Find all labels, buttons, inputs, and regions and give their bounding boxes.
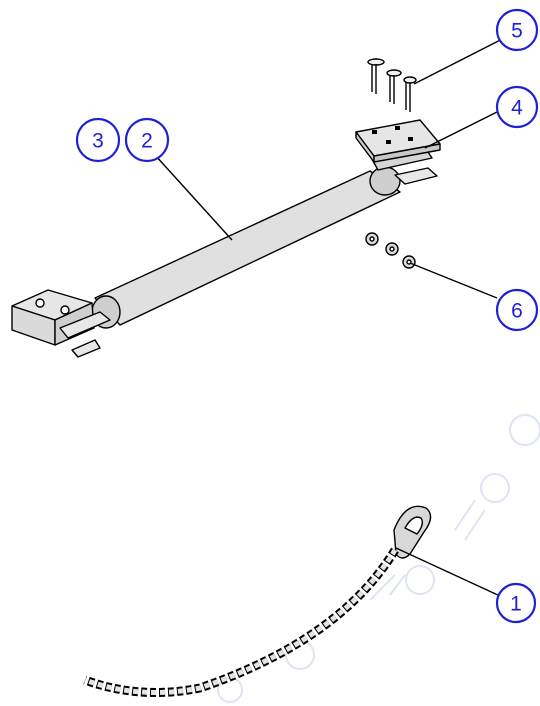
leader-lines: [154, 31, 517, 597]
callout-circle: [495, 8, 539, 52]
tube-assembly: [11, 139, 438, 358]
bolt: [386, 69, 402, 104]
callout-circle: [495, 85, 539, 129]
callout-circle: [75, 117, 121, 163]
bracket-plate: [355, 119, 441, 163]
callout-circle: [124, 117, 170, 163]
callout-label: 4: [511, 97, 523, 120]
callout-label: 6: [511, 300, 523, 323]
bolt: [367, 58, 385, 94]
callout-circle: [495, 582, 537, 624]
callout-3: 3: [75, 117, 121, 163]
callout-label: 2: [141, 130, 153, 153]
callout-circle: [495, 288, 539, 332]
bolt: [403, 76, 417, 112]
callout-5: 5: [495, 8, 539, 52]
callout-label: 5: [511, 20, 523, 43]
safety-chain: [83, 505, 432, 697]
bolts: [367, 58, 417, 112]
callout-1: 1: [495, 582, 537, 624]
callout-2: 2: [124, 117, 170, 163]
nuts: [365, 232, 416, 269]
callout-4: 4: [495, 85, 539, 129]
callout-6: 6: [495, 288, 539, 332]
callout-label: 1: [510, 593, 522, 616]
callout-label: 3: [92, 130, 104, 153]
callouts: 1 2 3 4 5 6: [75, 8, 539, 624]
